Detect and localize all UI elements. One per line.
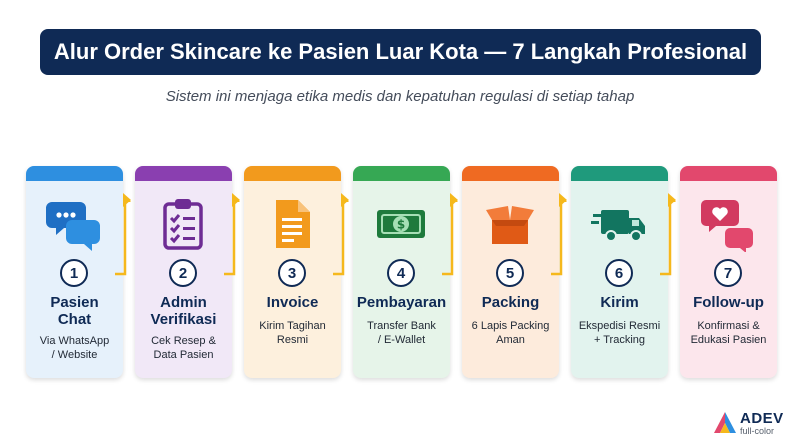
step-color-bar [462,166,559,181]
step-number: 3 [278,259,306,287]
step-description: Via WhatsApp / Website [39,335,110,361]
step-label: Kirim [600,294,639,311]
step-description: Ekspedisi Resmi + Tracking [578,320,661,346]
brand-name: ADEV [740,410,784,427]
step-color-bar [244,166,341,181]
step-color-bar [26,166,123,181]
flow-arrow [115,193,137,278]
step-card-packing: 5 Packing 6 Lapis Packing Aman [462,166,559,378]
step-card-shipping: 6 Kirim Ekspedisi Resmi + Tracking [571,166,668,378]
cash-icon: $ [373,196,429,252]
chat-bubbles-icon [46,196,102,252]
step-number: 6 [605,259,633,287]
flow-arrow [224,193,246,278]
title-banner: Alur Order Skincare ke Pasien Luar Kota … [40,29,761,75]
step-label: Invoice [266,294,319,311]
step-number: 7 [714,259,742,287]
step-label: Admin Verifikasi [150,294,217,328]
step-description: 6 Lapis Packing Aman [471,320,550,346]
step-number: 2 [169,259,197,287]
open-box-icon [482,196,538,252]
flow-arrow [551,193,573,278]
step-color-bar [571,166,668,181]
brand-mark-icon [714,412,736,433]
flow-arrow [442,193,464,278]
step-label: Pembayaran [356,294,447,311]
step-number: 5 [496,259,524,287]
step-card-invoice: 3 Invoice Kirim Tagihan Resmi [244,166,341,378]
step-number: 4 [387,259,415,287]
step-card-payment: $ 4 Pembayaran Transfer Bank / E-Wallet [353,166,450,378]
step-color-bar [135,166,232,181]
brand-tagline: full-color [740,426,775,436]
step-description: Kirim Tagihan Resmi [259,320,326,346]
step-description: Transfer Bank / E-Wallet [367,320,436,346]
step-label: Follow-up [693,294,764,311]
delivery-truck-icon [591,196,647,252]
step-label: Pasien Chat [50,294,99,328]
step-color-bar [680,166,777,181]
step-card-chat: 1 Pasien Chat Via WhatsApp / Website [26,166,123,378]
step-label: Packing [481,294,540,311]
step-card-follow-up: 7 Follow-up Konfirmasi & Edukasi Pasien [680,166,777,378]
document-icon [264,196,320,252]
step-card-verification: 2 Admin Verifikasi Cek Resep & Data Pasi… [135,166,232,378]
page-title: Alur Order Skincare ke Pasien Luar Kota … [53,39,748,64]
flow-arrow [333,193,355,278]
step-color-bar [353,166,450,181]
svg-text:$: $ [397,218,405,232]
page-subtitle: Sistem ini menjaga etika medis dan kepat… [165,88,635,105]
step-description: Cek Resep & Data Pasien [151,335,216,361]
brand-logo: ADEV full-color [713,408,785,438]
clipboard-checklist-icon [155,196,211,252]
step-description: Konfirmasi & Edukasi Pasien [690,320,767,346]
step-number: 1 [60,259,88,287]
heart-chat-icon [700,196,756,252]
flow-arrow [660,193,682,278]
